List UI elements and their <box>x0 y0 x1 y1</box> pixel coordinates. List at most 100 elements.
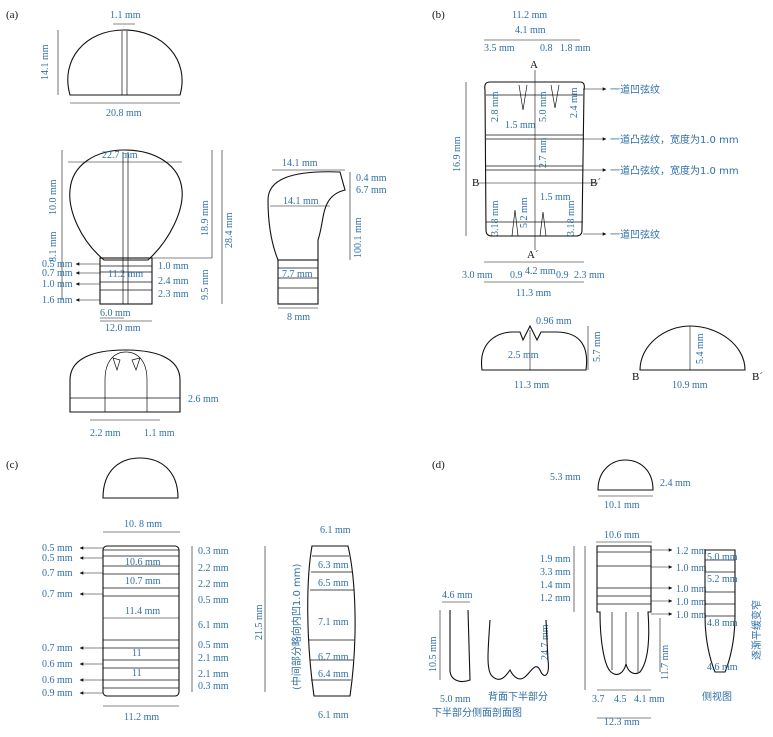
b-bb-b2: B´ <box>752 371 763 383</box>
panel-c-label: (c) <box>6 459 19 471</box>
a-full-h: 28.4 mm <box>224 212 235 248</box>
d-front-r2: 1.0 mm <box>676 563 707 574</box>
c-inner-2: 10.7 mm <box>125 576 161 587</box>
a-bottom-view: 2.6 mm 2.2 mm 1.1 mm <box>69 349 219 439</box>
b-bot-b: 0.9 <box>510 270 523 281</box>
b-note-1: 一道凹弦纹 <box>610 83 660 96</box>
b-section-b: B <box>472 177 479 189</box>
a-neck-w: 11.2 mm <box>108 269 143 280</box>
d-side-m3: 4.8 mm <box>707 618 738 629</box>
b-v2: 1.5 mm <box>505 120 536 131</box>
b-top-d4: 1.8 mm <box>560 43 591 54</box>
c-top-w: 10. 8 mm <box>124 519 162 530</box>
b-bb-height: 5.4 mm <box>695 333 706 364</box>
a-side-view: 14.1 mm 14.1 mm 0.4 mm 6.7 mm 100.1 mm 7… <box>267 158 387 323</box>
d-front-r5: 1.0 mm <box>676 610 707 621</box>
b-aa-inner: 2.5 mm <box>508 350 539 361</box>
d-top-base: 10.1 mm <box>604 500 640 511</box>
a-side-r3: 100.1 mm <box>353 217 364 258</box>
panel-b: (b) 11.2 mm 4.1 mm 3.5 mm 0.8 1.8 mm A A… <box>432 9 763 391</box>
panel-b-label: (b) <box>432 9 445 21</box>
c-right-4: 0.5 mm <box>198 595 229 606</box>
a-right-2: 2.4 mm <box>158 276 189 287</box>
d-back-caption: 背面下半部分 <box>488 690 548 703</box>
a-left-3: 1.0 mm <box>42 279 73 290</box>
d-section-base: 5.0 mm <box>440 694 471 705</box>
c-left-7: 0.6 mm <box>42 675 73 686</box>
c-right-6: 0.5 mm <box>198 640 229 651</box>
d-front-r3: 1.0 mm <box>676 584 707 595</box>
d-front-top: 10.6 mm <box>604 530 640 541</box>
d-section-caption: 下半部分侧面剖面图 <box>432 706 522 719</box>
a-front-lower: 8.1 mm <box>48 231 59 262</box>
b-top-total: 11.2 mm <box>512 10 547 21</box>
b-bb-width: 10.9 mm <box>672 380 708 391</box>
c-right-2: 2.2 mm <box>198 563 229 574</box>
a-top-height: 14.1 mm <box>40 44 51 80</box>
b-v4: 2.4 mm <box>569 87 580 118</box>
c-inner-1: 10.6 mm <box>125 557 161 568</box>
b-aa-height: 5.7 mm <box>592 331 603 362</box>
a-base-w2: 12.0 mm <box>105 323 141 334</box>
d-front-b3: 4.1 mm <box>634 694 665 705</box>
d-side-m4: 4.6 mm <box>707 662 738 673</box>
c-side-3: 6.5 mm <box>318 578 349 589</box>
a-side-neck: 7.7 mm <box>282 269 313 280</box>
b-v5: 2.7 mm <box>538 137 549 168</box>
d-section-w: 4.6 mm <box>442 590 473 601</box>
panel-c: (c) 10. 8 mm 10.6 mm 10.7 mm 11.4 mm 11 … <box>6 457 356 723</box>
b-section-b2: B´ <box>590 177 601 189</box>
a-side-mid: 14.1 mm <box>283 196 319 207</box>
a-front-width: 22.7 mm <box>102 150 138 161</box>
c-left-5: 0.7 mm <box>42 643 73 654</box>
a-side-r1: 0.4 mm <box>356 173 387 184</box>
d-side-m1: 5.0 mm <box>707 552 738 563</box>
c-right-9: 0.3 mm <box>198 681 229 692</box>
panel-d-label: (d) <box>432 459 445 471</box>
d-front-r1: 1.2 mm <box>676 546 707 557</box>
d-side-m2: 5.2 mm <box>707 574 738 585</box>
c-right-marks: 0.3 mm 2.2 mm 2.2 mm 0.5 mm 6.1 mm 0.5 m… <box>191 546 229 692</box>
c-note: (中间部分略向内凹1.0 mm) <box>290 564 303 690</box>
c-left-marks: 0.5 mm 0.5 mm 0.7 mm 0.7 mm 0.7 mm 0.6 m… <box>42 543 103 699</box>
c-side-6: 6.4 mm <box>318 669 349 680</box>
a-base-w1: 6.0 mm <box>100 308 131 319</box>
b-aa-top: 0.96 mm <box>536 316 572 327</box>
b-note-4: 一道凹弦纹 <box>610 228 660 241</box>
d-front-r4: 1.0 mm <box>676 597 707 608</box>
c-left-1: 0.5 mm <box>42 543 73 554</box>
c-right-7: 2.1 mm <box>198 653 229 664</box>
b-section-a2: A´ <box>527 249 539 261</box>
c-right-8: 2.1 mm <box>198 669 229 680</box>
a-total-h: 18.9 mm <box>200 200 211 236</box>
b-v-total: 16.9 mm <box>452 136 463 172</box>
b-note-3: 一道凸弦纹，宽度为1.0 mm <box>610 164 739 177</box>
a-top-width: 20.8 mm <box>106 108 142 119</box>
b-v9: 3.18 mm <box>566 200 577 236</box>
a-right-1: 1.0 mm <box>158 261 189 272</box>
d-top-h: 2.4 mm <box>660 478 691 489</box>
c-left-3: 0.7 mm <box>42 568 73 579</box>
a-side-r2: 6.7 mm <box>356 185 387 196</box>
b-note-2: 一道凸弦纹，宽度为1.0 mm <box>610 133 739 146</box>
b-bot-a: 3.0 mm <box>462 270 493 281</box>
a-left-4: 1.6 mm <box>42 295 73 306</box>
c-left-4: 0.7 mm <box>42 589 73 600</box>
b-bot-e: 2.3 mm <box>574 270 605 281</box>
b-section-a: A <box>530 59 538 71</box>
b-top-d3: 0.8 <box>540 43 553 54</box>
b-bot-c: 4.2 mm <box>525 266 556 277</box>
panel-d: (d) 5.3 mm 2.4 mm 10.1 mm 10.6 mm 1.9 mm… <box>428 459 763 728</box>
d-front-l1: 1.9 mm <box>540 554 571 565</box>
c-left-6: 0.6 mm <box>42 659 73 670</box>
b-v3: 5.0 mm <box>538 91 549 122</box>
a-top-view: 1.1 mm 14.1 mm 20.8 mm <box>40 10 183 119</box>
c-side-7: 6.1 mm <box>318 710 349 721</box>
c-right-1: 0.3 mm <box>198 546 229 557</box>
b-v8: 3.18 mm <box>490 200 501 236</box>
d-top-w: 5.3 mm <box>550 472 581 483</box>
c-side-2: 6.3 mm <box>318 560 349 571</box>
b-aa-width: 11.3 mm <box>514 380 549 391</box>
c-bottom-w: 11.2 mm <box>124 712 159 723</box>
